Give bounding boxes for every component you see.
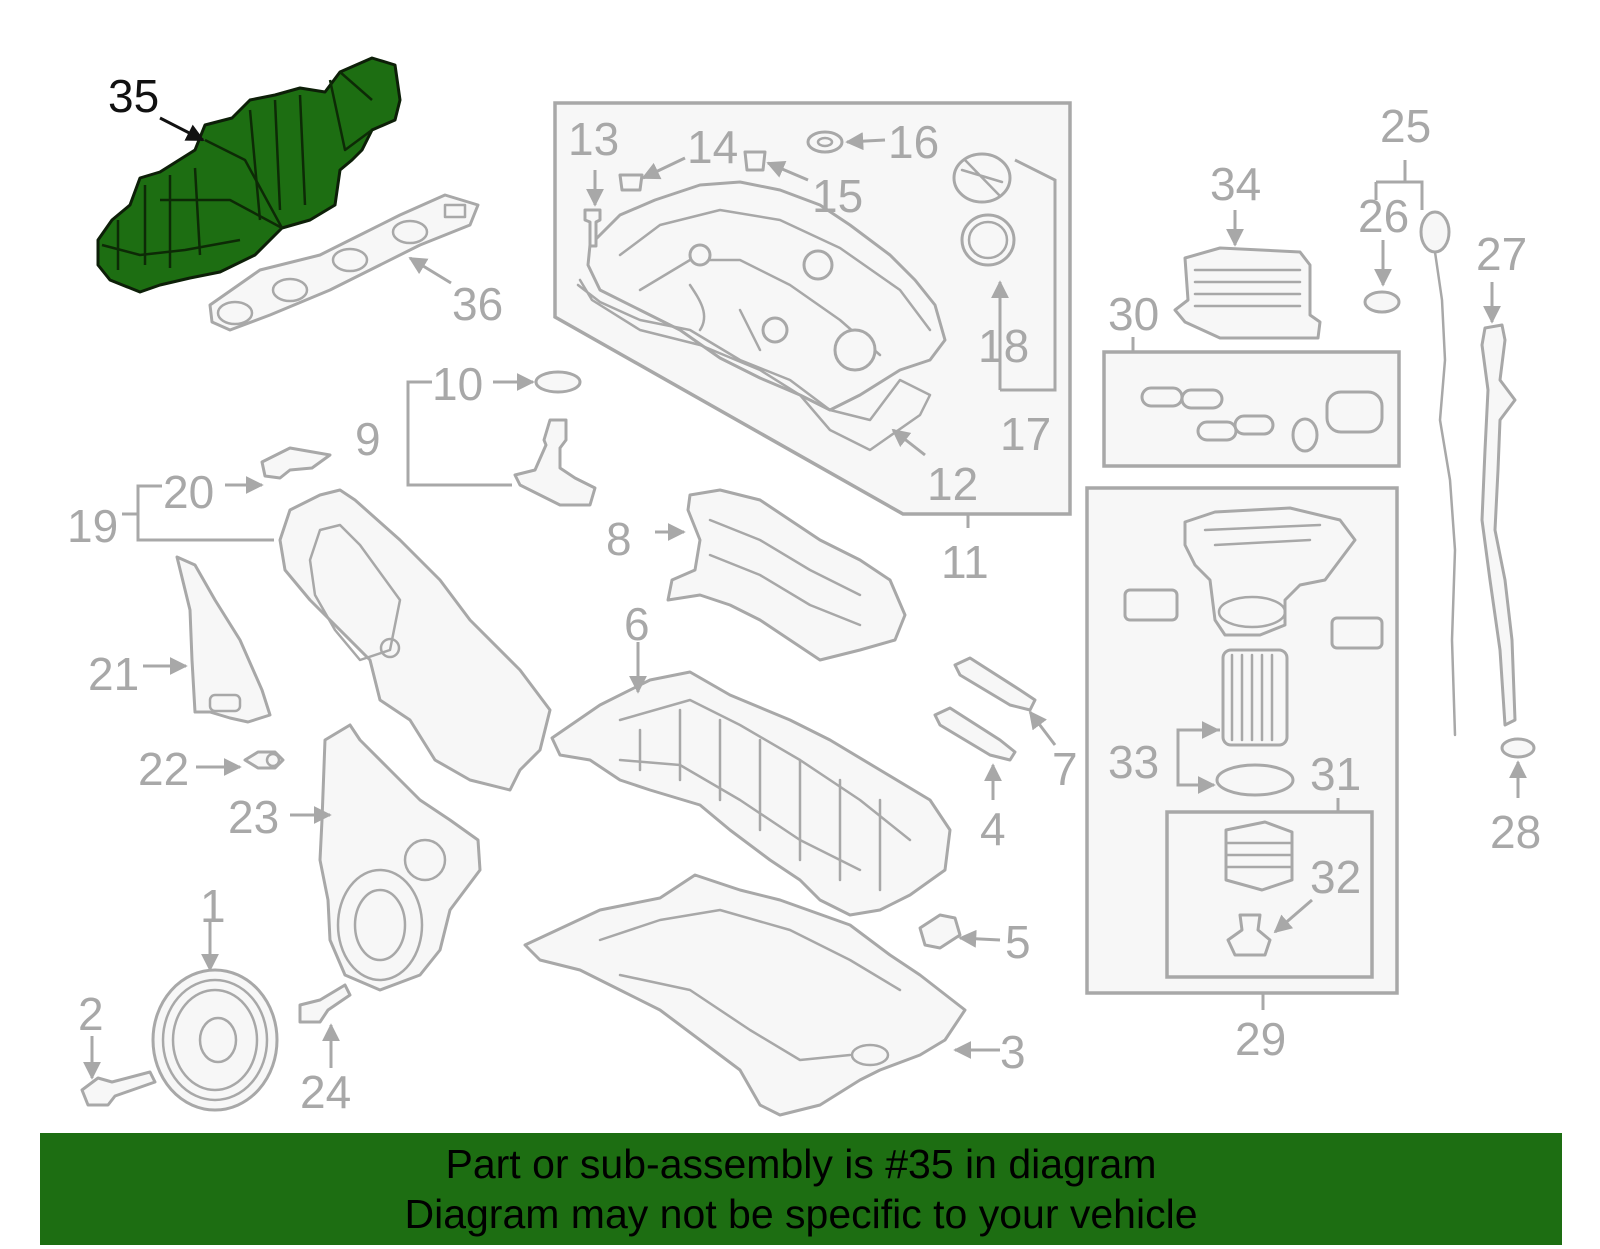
- plug-15[interactable]: [743, 150, 767, 172]
- callout-9: 9: [355, 413, 381, 465]
- plug-14[interactable]: [618, 173, 644, 192]
- oil-filter-33[interactable]: [1221, 648, 1289, 747]
- callout-29: 29: [1235, 1013, 1286, 1065]
- bolt-13[interactable]: [583, 208, 602, 248]
- banner-line-disclaimer: Diagram may not be specific to your vehi…: [404, 1191, 1198, 1237]
- cover-piece-20[interactable]: [260, 446, 332, 480]
- callout-labels: 35 36 13 14 15 16 18 17 12 11 10 9 20 19…: [67, 70, 1541, 1118]
- valve-cover-gasket-12[interactable]: [576, 278, 932, 452]
- info-banner: Part or sub-assembly is #35 in diagram D…: [40, 1133, 1562, 1245]
- callout-19: 19: [67, 500, 118, 552]
- cover-piece-21[interactable]: [175, 555, 272, 724]
- callout-31: 31: [1310, 748, 1361, 800]
- seal-16[interactable]: [806, 130, 844, 154]
- callout-20: 20: [163, 466, 214, 518]
- oil-filter-housing-29[interactable]: [1123, 506, 1384, 650]
- callout-4: 4: [980, 803, 1006, 855]
- callout-2: 2: [78, 988, 104, 1040]
- callout-30: 30: [1108, 288, 1159, 340]
- rear-timing-cover-23[interactable]: [318, 723, 482, 992]
- oil-filler-cap-17[interactable]: [952, 152, 1012, 204]
- gasket-set-30[interactable]: [1140, 386, 1384, 453]
- cap-valve-32[interactable]: [1226, 913, 1272, 957]
- callout-34: 34: [1210, 158, 1261, 210]
- dipstick-26[interactable]: [1419, 210, 1457, 737]
- callout-7: 7: [1052, 743, 1078, 795]
- callout-1: 1: [200, 880, 226, 932]
- callout-8: 8: [606, 513, 632, 565]
- callout-11: 11: [941, 536, 989, 588]
- callout-21: 21: [88, 648, 139, 700]
- bolt-22[interactable]: [243, 750, 285, 770]
- callout-25: 25: [1380, 100, 1431, 152]
- oring-25[interactable]: [1363, 290, 1401, 314]
- callout-5: 5: [1005, 916, 1031, 968]
- callout-12: 12: [927, 458, 978, 510]
- callout-18: 18: [978, 320, 1029, 372]
- oil-level-sensor-9[interactable]: [513, 418, 597, 507]
- oil-pan-3[interactable]: [523, 873, 967, 1117]
- callout-35: 35: [108, 70, 159, 122]
- callout-13: 13: [568, 113, 619, 165]
- banner-line-part: Part or sub-assembly is #35 in diagram: [445, 1141, 1157, 1187]
- sealant-tube-7[interactable]: [953, 656, 1037, 712]
- callout-27: 27: [1476, 228, 1527, 280]
- crankshaft-pulley-1[interactable]: [151, 968, 279, 1112]
- cap-seal-18[interactable]: [960, 213, 1016, 267]
- callout-33: 33: [1108, 736, 1159, 788]
- callout-24: 24: [300, 1066, 351, 1118]
- filter-oring-33[interactable]: [1215, 763, 1295, 797]
- callout-17: 17: [1000, 408, 1051, 460]
- oil-pan-upper-6[interactable]: [550, 670, 952, 917]
- valve-cover-11[interactable]: [586, 180, 947, 412]
- callout-3: 3: [1000, 1026, 1026, 1078]
- baffle-8[interactable]: [666, 488, 907, 662]
- callout-16: 16: [888, 116, 939, 168]
- sensor-oring-10[interactable]: [534, 370, 582, 394]
- callout-6: 6: [624, 598, 650, 650]
- bolt-24[interactable]: [298, 983, 352, 1024]
- oil-cooler-34[interactable]: [1173, 246, 1322, 340]
- drain-plug-5[interactable]: [918, 913, 962, 950]
- callout-14: 14: [687, 121, 738, 173]
- callout-26: 26: [1358, 190, 1409, 242]
- callout-32: 32: [1310, 851, 1361, 903]
- intake-gasket-36[interactable]: [208, 193, 480, 332]
- intake-manifold-35[interactable]: [96, 56, 402, 294]
- pulley-bolt-2[interactable]: [80, 1070, 157, 1107]
- callout-23: 23: [228, 791, 279, 843]
- dipstick-tube-27[interactable]: [1480, 323, 1517, 727]
- tube-seal-28[interactable]: [1500, 737, 1536, 759]
- sealant-tube-4[interactable]: [933, 706, 1017, 762]
- leader-lines: [83, 116, 1527, 1080]
- timing-cover-19[interactable]: [278, 488, 552, 792]
- callout-15: 15: [812, 170, 863, 222]
- filter-cap-31[interactable]: [1224, 820, 1294, 892]
- callout-22: 22: [138, 743, 189, 795]
- callout-36: 36: [452, 278, 503, 330]
- callout-28: 28: [1490, 806, 1541, 858]
- callout-10: 10: [432, 358, 483, 410]
